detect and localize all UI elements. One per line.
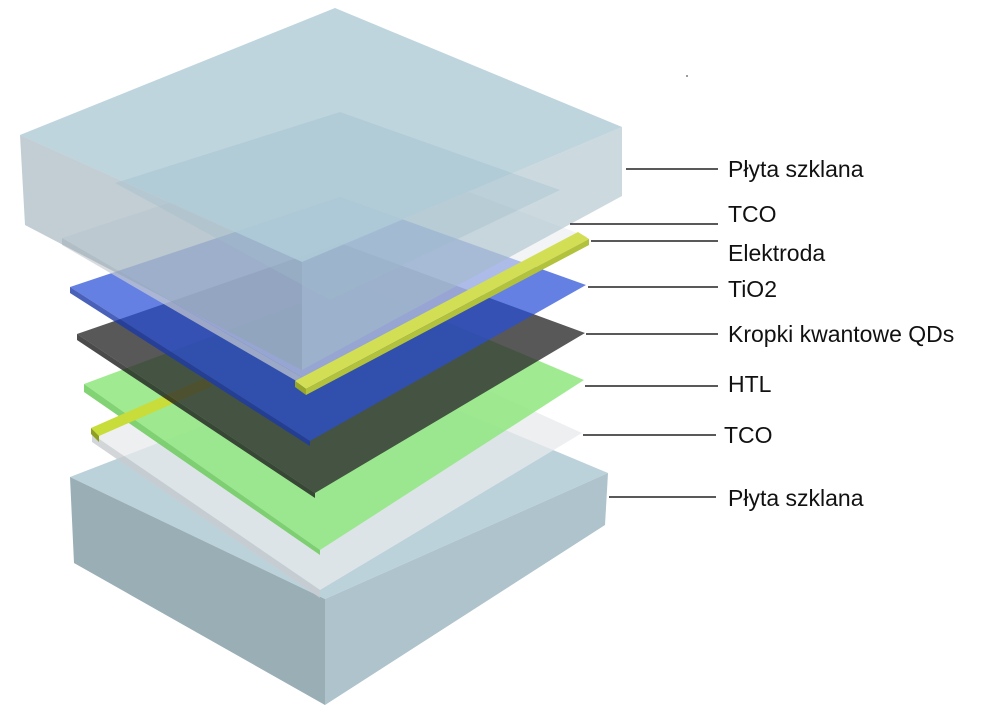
label-tio2: TiO2 [728,276,777,302]
label-qds: Kropki kwantowe QDs [728,321,954,347]
label-glass-top: Płyta szklana [728,156,864,182]
layer-labels: Płyta szklana TCO Elektroda TiO2 Kropki … [724,156,954,511]
label-htl: HTL [728,371,772,397]
label-glass-bottom: Płyta szklana [728,485,864,511]
label-tco-top: TCO [728,201,777,227]
label-tco-bottom: TCO [724,422,773,448]
leader-lines [570,169,718,497]
label-electrode: Elektroda [728,240,825,266]
stray-dot [686,75,688,77]
